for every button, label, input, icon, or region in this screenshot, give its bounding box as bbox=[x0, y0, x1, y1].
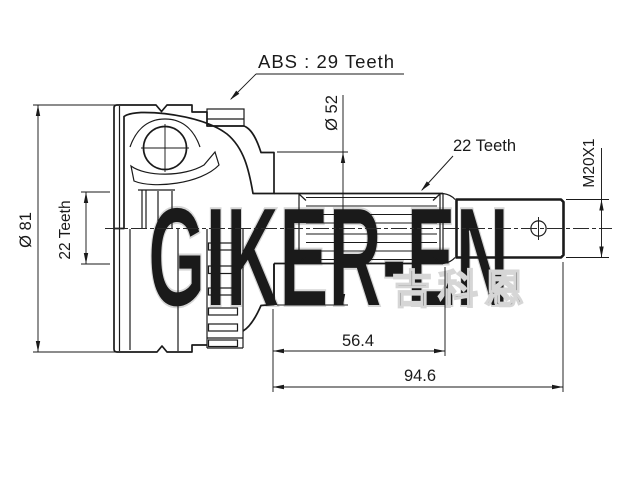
spline-length-label: 56.4 bbox=[342, 332, 374, 350]
hub-spline-label: 22 Teeth bbox=[57, 200, 74, 259]
dimension-overall-length: 94.6 bbox=[273, 262, 564, 392]
dimension-outer-diameter: Ø 81 bbox=[17, 104, 116, 353]
hub-spline-bore bbox=[138, 189, 175, 229]
abs-ring-teeth bbox=[206, 229, 244, 349]
shaft-spline-label: 22 Teeth bbox=[453, 137, 516, 155]
boot-seat-diameter-label: Ø 52 bbox=[323, 95, 341, 131]
inner-race-section bbox=[130, 150, 220, 186]
dimension-boot-seat-diameter: Ø 52 bbox=[277, 95, 348, 306]
housing-section bbox=[113, 104, 275, 230]
ball-cage-arc bbox=[129, 118, 201, 148]
dimension-hub-spline: 22 Teeth bbox=[57, 191, 110, 265]
watermark-latin-text: GIKER-EN bbox=[148, 178, 509, 336]
cv-joint-part bbox=[105, 104, 612, 353]
dimension-spline-length: 56.4 bbox=[272, 267, 446, 392]
dimension-shaft-spline: 22 Teeth bbox=[421, 137, 516, 191]
watermark: GIKER-EN 吉科恩 bbox=[147, 177, 530, 337]
bearing-ball bbox=[141, 124, 189, 172]
dimension-thread-spec: M20X1 bbox=[566, 138, 609, 258]
thread-spec-label: M20X1 bbox=[581, 138, 598, 187]
abs-ring-section bbox=[206, 108, 245, 127]
outer-diameter-label: Ø 81 bbox=[17, 212, 35, 248]
dimension-abs-ring: ABS : 29 Teeth bbox=[230, 51, 404, 100]
abs-ring-label: ABS : 29 Teeth bbox=[258, 51, 395, 72]
overall-length-label: 94.6 bbox=[404, 367, 436, 385]
watermark-cjk-text: 吉科恩 bbox=[392, 268, 530, 312]
